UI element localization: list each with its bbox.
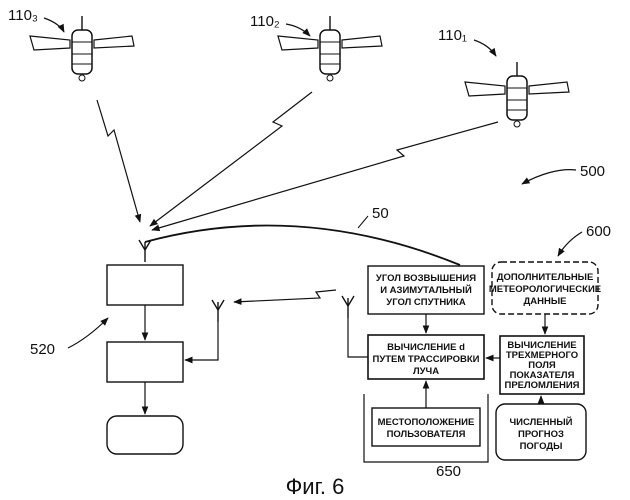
signal-path-sat2 [150, 92, 312, 226]
wireless-link [234, 290, 336, 302]
svg-text:ЛУЧА: ЛУЧА [413, 366, 439, 377]
svg-text:ПОЛЬЗОВАТЕЛЯ: ПОЛЬЗОВАТЕЛЯ [387, 429, 466, 440]
svg-text:ПРЕЛОМЛЕНИЯ: ПРЕЛОМЛЕНИЯ [505, 380, 580, 391]
svg-text:ПРОГНОЗ: ПРОГНОЗ [518, 429, 564, 440]
box-ray-tracing-calc: ВЫЧИСЛЕНИЕ d ПУТЕМ ТРАССИРОВКИ ЛУЧА [368, 335, 484, 379]
box-elevation-azimuth: УГОЛ ВОЗВЫШЕНИЯ И АЗИМУТАЛЬНЫЙ УГОЛ СПУТ… [368, 266, 484, 314]
output-block [107, 416, 183, 454]
box-numerical-weather-forecast: ЧИСЛЕННЫЙ ПРОГНОЗ ПОГОДЫ [496, 404, 586, 460]
receiver-antenna-icon [139, 240, 151, 262]
label-650: 650 [436, 463, 461, 480]
svg-text:ПОГОДЫ: ПОГОДЫ [520, 441, 563, 452]
satellite-icon-1 [465, 62, 569, 127]
svg-text:МЕТЕОРОЛОГИЧЕСКИЕ: МЕТЕОРОЛОГИЧЕСКИЕ [489, 284, 601, 295]
label-520: 520 [30, 341, 55, 358]
svg-text:ПУТЕМ ТРАССИРОВКИ: ПУТЕМ ТРАССИРОВКИ [373, 354, 480, 365]
link-antenna-right-icon [342, 296, 354, 318]
box-refraction-field-calc: ВЫЧИСЛЕНИЕ ТРЕХМЕРНОГО ПОЛЯ ПОКАЗАТЕЛЯ П… [500, 336, 584, 394]
signal-path-sat1 [152, 122, 498, 230]
link-antenna-left-icon [212, 300, 224, 322]
box-user-location: МЕСТОПОЛОЖЕНИЕ ПОЛЬЗОВАТЕЛЯ [372, 408, 480, 446]
label-500: 500 [580, 163, 605, 180]
processing-block [107, 342, 183, 382]
curve-50 [145, 226, 460, 265]
svg-text:ДАННЫЕ: ДАННЫЕ [524, 296, 567, 307]
svg-text:ДОПОЛНИТЕЛЬНЫЕ: ДОПОЛНИТЕЛЬНЫЕ [497, 272, 594, 283]
svg-text:ЧИСЛЕННЫЙ: ЧИСЛЕННЫЙ [510, 416, 573, 428]
box-extra-meteo-data: ДОПОЛНИТЕЛЬНЫЕ МЕТЕОРОЛОГИЧЕСКИЕ ДАННЫЕ [489, 262, 601, 314]
label-sat2: 110₂ [250, 13, 280, 30]
svg-text:УГОЛ ВОЗВЫШЕНИЯ: УГОЛ ВОЗВЫШЕНИЯ [376, 273, 476, 284]
receiver-block [107, 265, 183, 305]
svg-text:УГОЛ СПУТНИКА: УГОЛ СПУТНИКА [386, 297, 466, 308]
label-sat3: 110₃ [8, 7, 38, 24]
svg-text:ВЫЧИСЛЕНИЕ d: ВЫЧИСЛЕНИЕ d [387, 342, 465, 353]
label-50: 50 [372, 205, 389, 222]
signal-path-sat3 [97, 100, 140, 222]
svg-text:МЕСТОПОЛОЖЕНИЕ: МЕСТОПОЛОЖЕНИЕ [378, 417, 475, 428]
svg-text:И АЗИМУТАЛЬНЫЙ: И АЗИМУТАЛЬНЫЙ [380, 284, 472, 296]
label-600: 600 [586, 223, 611, 240]
label-sat1: 110₁ [438, 27, 467, 44]
figure-caption: Фиг. 6 [286, 474, 345, 499]
satellite-icon-3 [30, 16, 134, 81]
